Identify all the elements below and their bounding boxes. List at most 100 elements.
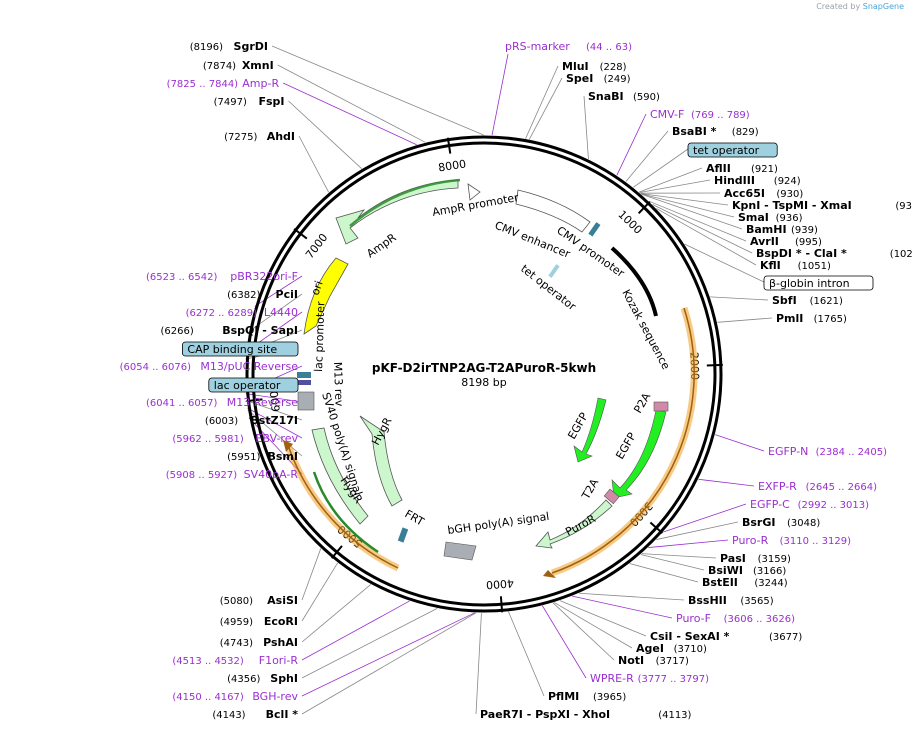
feature-box-label: β-globin intron: [769, 277, 850, 290]
leader-line: [648, 539, 729, 548]
leader-line: [710, 296, 769, 301]
leader-line: [559, 600, 647, 637]
site-label-right: PaeR7I - PspXI - XhoI(4113): [480, 708, 692, 721]
site-name: AgeI: [636, 642, 664, 655]
leader-line: [288, 100, 362, 169]
kozak-bar: [610, 246, 658, 317]
site-name: BssHII: [688, 594, 727, 607]
site-name: BspDI * - ClaI *: [756, 247, 847, 260]
site-label-right: EXFP-R(2645 .. 2664): [758, 480, 877, 493]
position-label: (2992 .. 3013): [798, 500, 870, 511]
primer-name: F1ori-R: [259, 654, 299, 667]
t2a-box: [603, 488, 620, 505]
site-label-top: SpeI(249): [566, 72, 631, 85]
position-label: (1021): [890, 249, 912, 260]
tick-mark: [499, 596, 504, 613]
snapgene-credit: Created by SnapGene: [816, 2, 904, 11]
leader-line: [301, 562, 338, 622]
site-name: AsiSI: [267, 594, 298, 607]
sv40-box: [297, 391, 315, 411]
site-name: PshAI: [263, 636, 298, 649]
primer-name: M13/pUC Reverse: [200, 360, 298, 373]
tick-mark: [293, 228, 308, 240]
position-label: (3677): [769, 632, 802, 643]
tick-mark: [637, 201, 651, 215]
site-label-left: F1ori-R (4513 .. 4532): [172, 654, 298, 667]
leader-line: [616, 113, 647, 176]
position-label: (4513 .. 4532): [172, 656, 244, 667]
site-name: KpnI - TspMI - XmaI: [732, 199, 852, 212]
site-name: BstZ17I: [250, 414, 298, 427]
feature-label-kozak: Kozak sequence: [619, 287, 672, 372]
position-label: (1051): [798, 261, 831, 272]
leader-line: [640, 193, 729, 206]
position-label: (7874): [203, 61, 236, 72]
site-label-left: FspI(7497): [214, 95, 285, 108]
position-label: (995): [795, 237, 822, 248]
lac-operator-box: [297, 372, 311, 378]
position-label: (5908 .. 5927): [166, 470, 238, 481]
site-label-right: CsiI - SexAI *(3677): [650, 630, 802, 643]
feature-box: [181, 341, 299, 357]
position-label: (5962 .. 5981): [172, 434, 244, 445]
feature-label-m13-rev: M13 rev: [331, 362, 346, 407]
position-label: (6003): [205, 416, 238, 427]
site-label-left: XmnI(7874): [203, 59, 274, 72]
site-label-right: KflI(1051): [760, 259, 831, 272]
leader-line: [629, 563, 699, 583]
site-label-left: BclI *(4143): [212, 708, 298, 721]
primer-name: EBV-rev: [255, 432, 298, 445]
leader-line: [641, 193, 735, 218]
feature-label-bgh: bGH poly(A) signal: [447, 510, 551, 537]
primer-name: pBR322ori-F: [230, 270, 298, 283]
leader-line: [641, 553, 717, 559]
site-label-right: Puro-R(3110 .. 3129): [732, 534, 851, 547]
site-label-top: tet operator: [687, 142, 778, 158]
feature-label-puror: PuroR: [563, 512, 598, 539]
site-name: BsrGI: [742, 516, 775, 529]
egfp-arrow-1: [573, 397, 607, 463]
tick-label: 4000: [486, 576, 515, 591]
site-label-left: M13 Reverse(6041 .. 6057): [146, 396, 298, 409]
site-name: SmaI: [738, 211, 769, 224]
position-label: (3606 .. 3626): [724, 614, 796, 625]
leader-line: [554, 602, 633, 649]
position-label: (590): [633, 92, 660, 103]
position-label: (4150 .. 4167): [172, 692, 244, 703]
site-label-top: CMV-F (769 .. 789): [650, 108, 750, 121]
position-label: (769 .. 789): [691, 110, 750, 121]
site-name: PaeR7I - PspXI - XhoI: [480, 708, 610, 721]
leader-line: [542, 605, 587, 679]
site-label-right: PasI(3159): [720, 552, 791, 565]
leader-line: [640, 554, 705, 571]
position-label: (44 .. 63): [586, 42, 632, 53]
leader-line: [715, 434, 765, 452]
site-name: BsmI: [268, 450, 299, 463]
orange-feature-right-line: [551, 307, 695, 574]
hygr-arrow-outer: [311, 427, 369, 525]
position-label: (5080): [220, 596, 253, 607]
primer-name: SV40pA-R: [244, 468, 299, 481]
orange-feature-right-arrowhead: [543, 570, 556, 578]
site-label-left: L4440(6272 .. 6289): [186, 306, 298, 319]
leader-line: [579, 592, 685, 601]
position-label: (6382): [227, 290, 260, 301]
position-label: (921): [751, 164, 778, 175]
primer-name: pRS-marker: [505, 40, 570, 53]
site-label-right: Puro-F(3606 .. 3626): [676, 612, 795, 625]
position-label: (1765): [814, 314, 847, 325]
leader-line: [684, 243, 765, 283]
position-label: (6054 .. 6076): [120, 362, 192, 373]
leader-line: [552, 602, 615, 661]
site-label-right: SmaI(936): [738, 211, 803, 224]
primer-name: L4440: [264, 306, 298, 319]
site-name: PmlI: [776, 312, 803, 325]
feature-box-label: CAP binding site: [187, 343, 277, 356]
tick-mark: [446, 137, 452, 154]
position-label: (6523 .. 6542): [146, 272, 218, 283]
site-label-left: SphI(4356): [227, 672, 298, 685]
primer-name: CMV-F: [650, 108, 684, 121]
feature-box: [208, 377, 299, 393]
leader-line: [525, 65, 559, 139]
cmv-tet-operator: [588, 222, 601, 237]
